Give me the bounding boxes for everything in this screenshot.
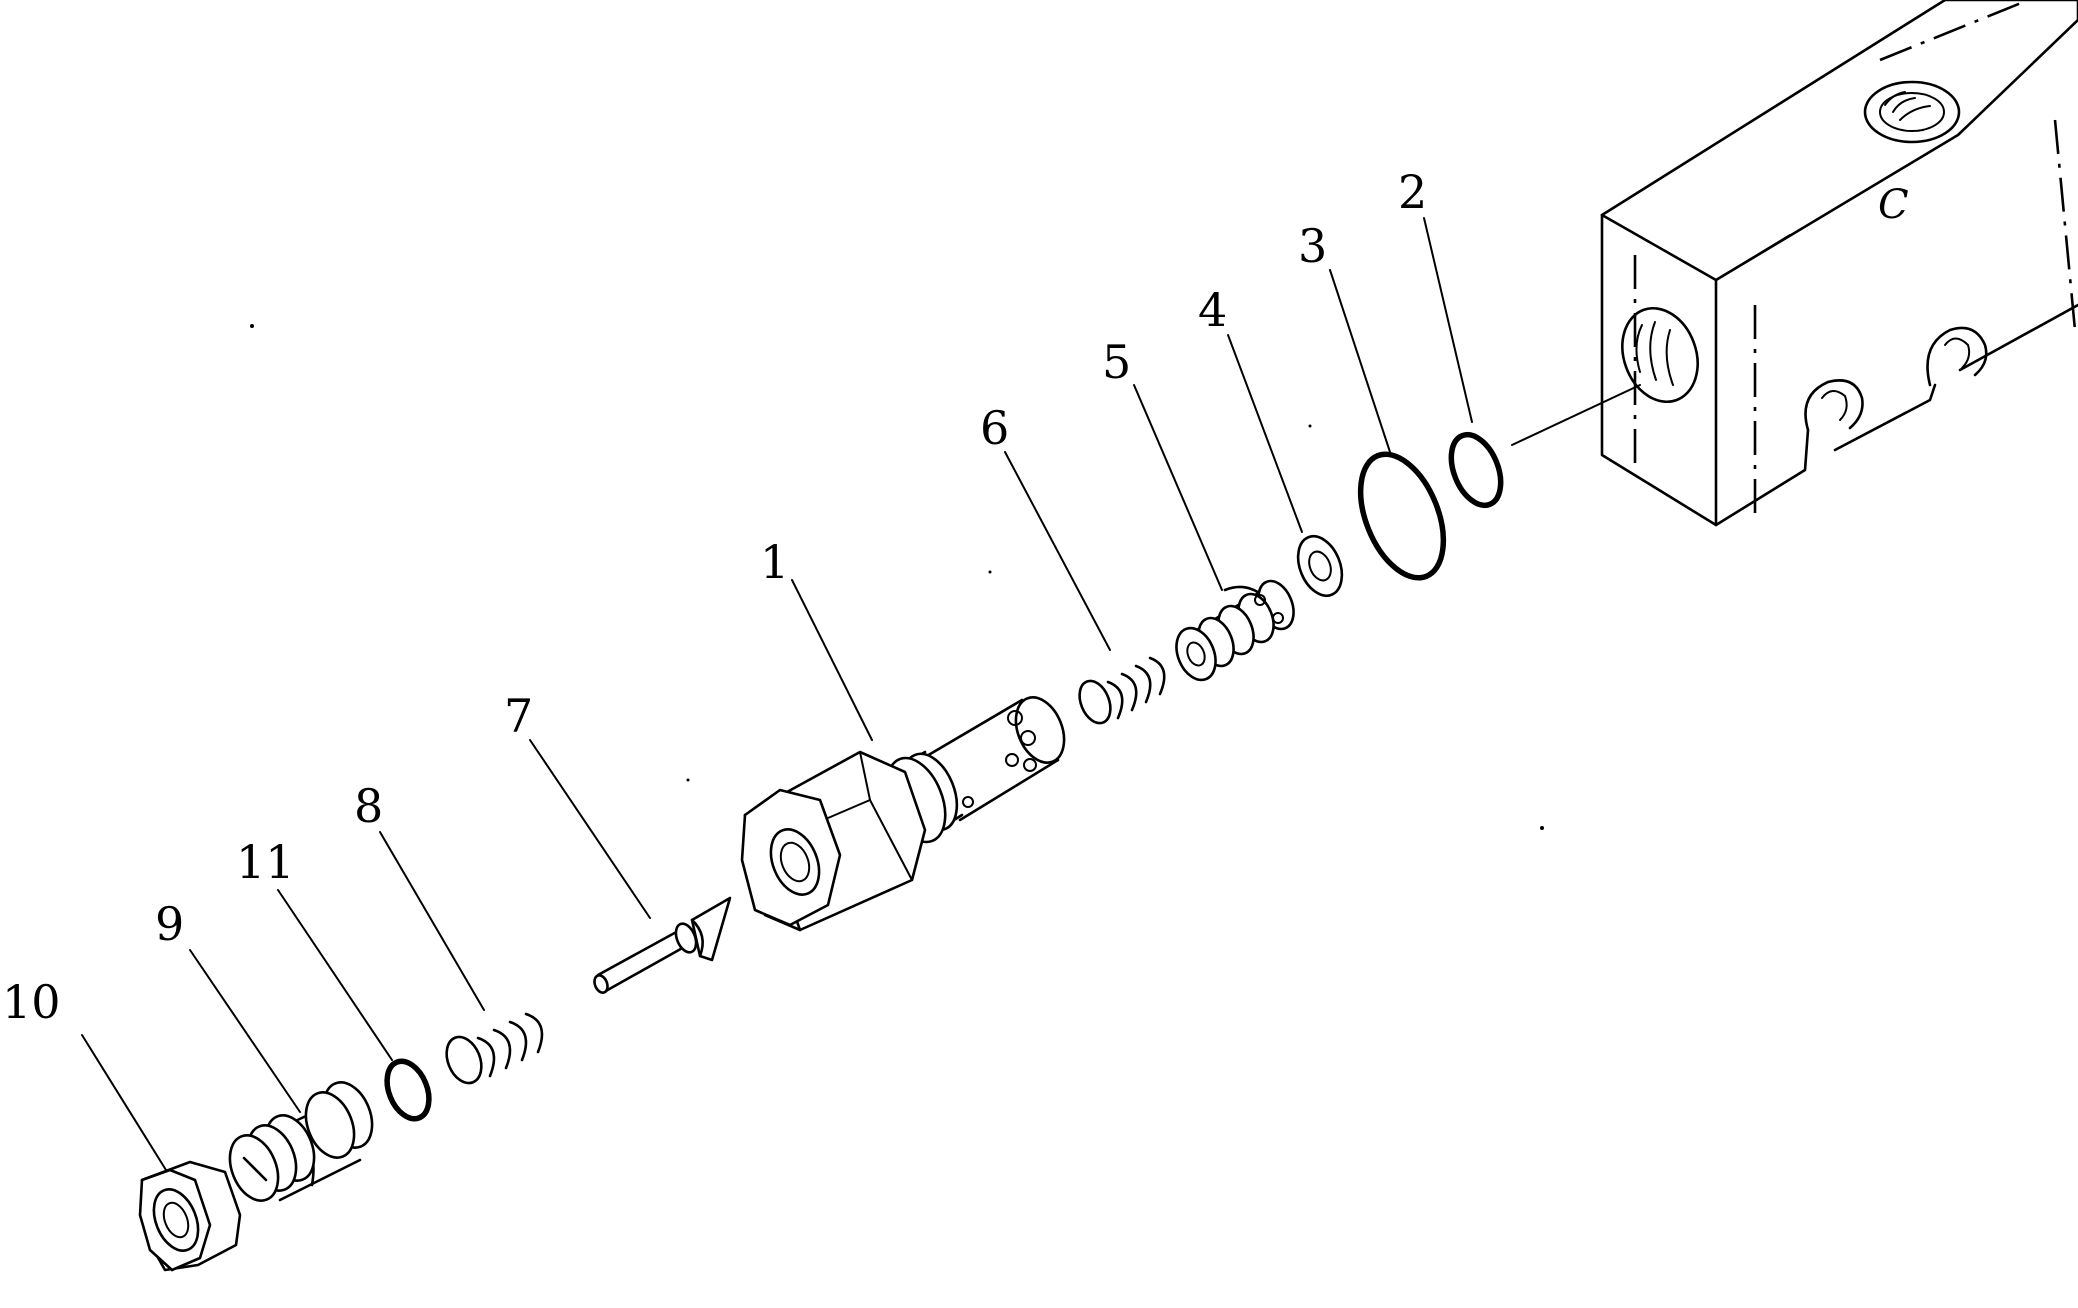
part-8-spring — [445, 1012, 544, 1085]
part-5-spool — [1175, 579, 1295, 682]
callout-5: 5 — [1102, 335, 1131, 389]
explode-axis-line — [1511, 384, 1641, 446]
part-1-cartridge-body — [740, 696, 1066, 932]
side-port-lower — [1804, 379, 1864, 432]
leader-line-9 — [189, 949, 301, 1113]
front-port — [1621, 306, 1699, 404]
part-6-spring — [1078, 656, 1166, 725]
part-2-small-o-ring — [1448, 431, 1504, 509]
callout-7: 7 — [504, 689, 533, 743]
valve-block: C — [1600, 0, 2078, 527]
leader-line-11 — [277, 889, 393, 1061]
callout-1: 1 — [760, 535, 789, 589]
callout-6: 6 — [980, 401, 1009, 455]
scan-specks — [250, 324, 1544, 830]
leader-line-2 — [1423, 217, 1473, 423]
leader-line-6 — [1004, 451, 1111, 651]
top-port — [1863, 80, 1961, 144]
leader-line-7 — [529, 739, 651, 919]
callout-2: 2 — [1398, 165, 1427, 219]
callout-11: 11 — [236, 835, 295, 889]
leader-line-8 — [379, 831, 485, 1011]
part-10-lock-nut — [138, 1160, 242, 1272]
leader-line-1 — [791, 579, 873, 741]
callout-8: 8 — [354, 779, 383, 833]
part-11-o-ring — [384, 1058, 432, 1122]
part-3-large-o-ring — [1357, 451, 1447, 581]
port-label-c: C — [1878, 182, 1909, 228]
callout-4: 4 — [1198, 283, 1227, 337]
callout-3: 3 — [1298, 219, 1327, 273]
leader-line-10 — [81, 1034, 167, 1171]
leader-line-3 — [1329, 269, 1391, 453]
part-7-needle — [593, 896, 732, 994]
leader-lines — [81, 217, 1473, 1171]
callout-numbers: 1 2 3 4 5 6 7 8 9 10 11 — [2, 165, 1427, 1029]
side-port-upper — [1926, 326, 1988, 387]
leader-line-5 — [1133, 384, 1223, 591]
part-4-washer — [1296, 534, 1344, 598]
leader-line-4 — [1227, 334, 1303, 533]
part-9-adjusting-screw — [228, 1081, 374, 1202]
callout-9: 9 — [155, 897, 184, 951]
callout-10: 10 — [2, 975, 61, 1029]
